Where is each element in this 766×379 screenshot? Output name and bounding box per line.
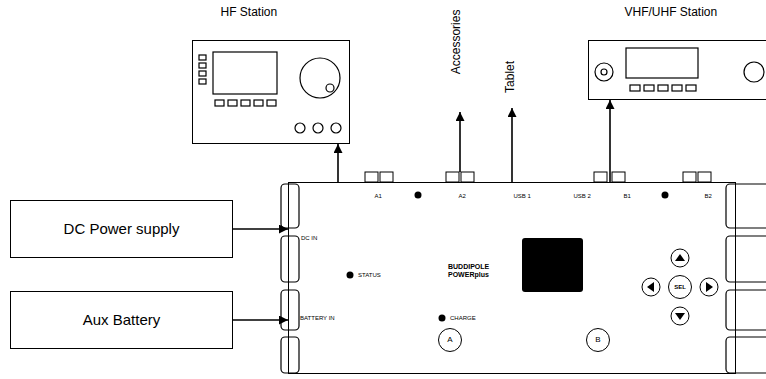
label-holder: Tablet: [504, 61, 518, 93]
device-bumpers: [281, 184, 766, 373]
label-holder: Accessories: [450, 10, 464, 75]
source-name: DC Power supply: [64, 220, 180, 237]
label-holder: STATUS: [358, 272, 381, 279]
label-holder: DC IN: [301, 235, 317, 242]
text-holder: Aux Battery: [83, 311, 161, 328]
device-brand: BUDDIPOLE POWERplus: [448, 263, 498, 279]
output-label: Accessories: [450, 10, 464, 75]
port-label: USB 1: [514, 193, 531, 200]
vhf-radio-drawing: [595, 48, 764, 91]
direction-pad: [642, 249, 718, 325]
connector-arrow: [337, 144, 339, 182]
button-label: A: [447, 335, 452, 344]
indicator-dots: [347, 192, 669, 322]
text-holder: DC Power supply: [64, 220, 180, 237]
label-holder: USB 2: [574, 193, 591, 200]
text-holder: B: [595, 335, 600, 344]
text-holder: HF Station: [221, 6, 278, 20]
device-housing: BUDDIPOLE POWERplusA B SEL: [288, 182, 736, 374]
label-holder: BATTERY IN: [300, 315, 335, 322]
output-label: Tablet: [504, 61, 518, 93]
label-holder: USB 1: [514, 193, 531, 200]
port-label: B1: [624, 193, 631, 200]
device-button: SEL: [668, 275, 692, 299]
device-button: B: [586, 328, 610, 352]
text-holder: SEL: [674, 284, 686, 291]
connector-arrow: [233, 319, 288, 321]
station-name: HF Station: [221, 6, 278, 20]
port-label: A1: [375, 193, 382, 200]
hf-radio-drawing: [199, 52, 341, 133]
port-label: DC IN: [301, 235, 317, 242]
port-label: USB 2: [574, 193, 591, 200]
output-arrows: [460, 108, 512, 182]
port-label: B2: [705, 193, 712, 200]
label-holder: B1: [624, 193, 631, 200]
device-screen: [522, 238, 583, 292]
device-button: A: [438, 328, 462, 352]
port-label: A2: [459, 193, 466, 200]
power-source-box: DC Power supply: [10, 200, 233, 258]
label-holder: A1: [375, 193, 382, 200]
indicator-label: STATUS: [358, 272, 381, 279]
station-name: VHF/UHF Station: [625, 6, 718, 20]
station-box: HF Station: [192, 40, 350, 144]
button-label: B: [595, 335, 600, 344]
port-label: BATTERY IN: [300, 315, 335, 322]
source-name: Aux Battery: [83, 311, 161, 328]
power-source-box: Aux Battery: [10, 291, 233, 349]
indicator-label: CHARGE: [450, 315, 476, 322]
text-holder: BUDDIPOLE POWERplus: [448, 263, 498, 279]
connector-arrow: [609, 100, 611, 182]
text-holder: A: [447, 335, 452, 344]
label-holder: B2: [705, 193, 712, 200]
button-label: SEL: [674, 284, 686, 291]
text-holder: VHF/UHF Station: [625, 6, 718, 20]
top-connectors: [365, 172, 711, 182]
label-holder: A2: [459, 193, 466, 200]
label-holder: CHARGE: [450, 315, 476, 322]
connector-arrow: [233, 228, 288, 230]
station-box: VHF/UHF Station: [588, 40, 766, 100]
